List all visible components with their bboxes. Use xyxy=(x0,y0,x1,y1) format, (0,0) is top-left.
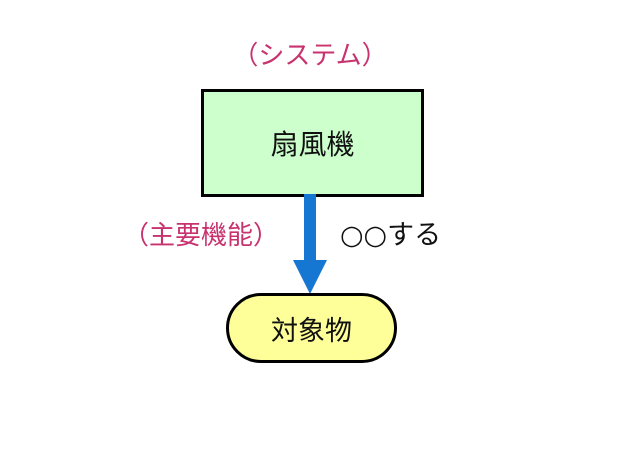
system-box: 扇風機 xyxy=(201,89,424,197)
target-object-box: 対象物 xyxy=(226,293,397,363)
system-name: 扇風機 xyxy=(270,128,355,161)
function-category-label: （主要機能） xyxy=(122,221,279,251)
action-label: ○○する xyxy=(340,220,442,251)
arrow-down-icon xyxy=(293,194,327,294)
system-category-label: （システム） xyxy=(232,41,388,71)
target-object-name: 対象物 xyxy=(271,315,352,347)
